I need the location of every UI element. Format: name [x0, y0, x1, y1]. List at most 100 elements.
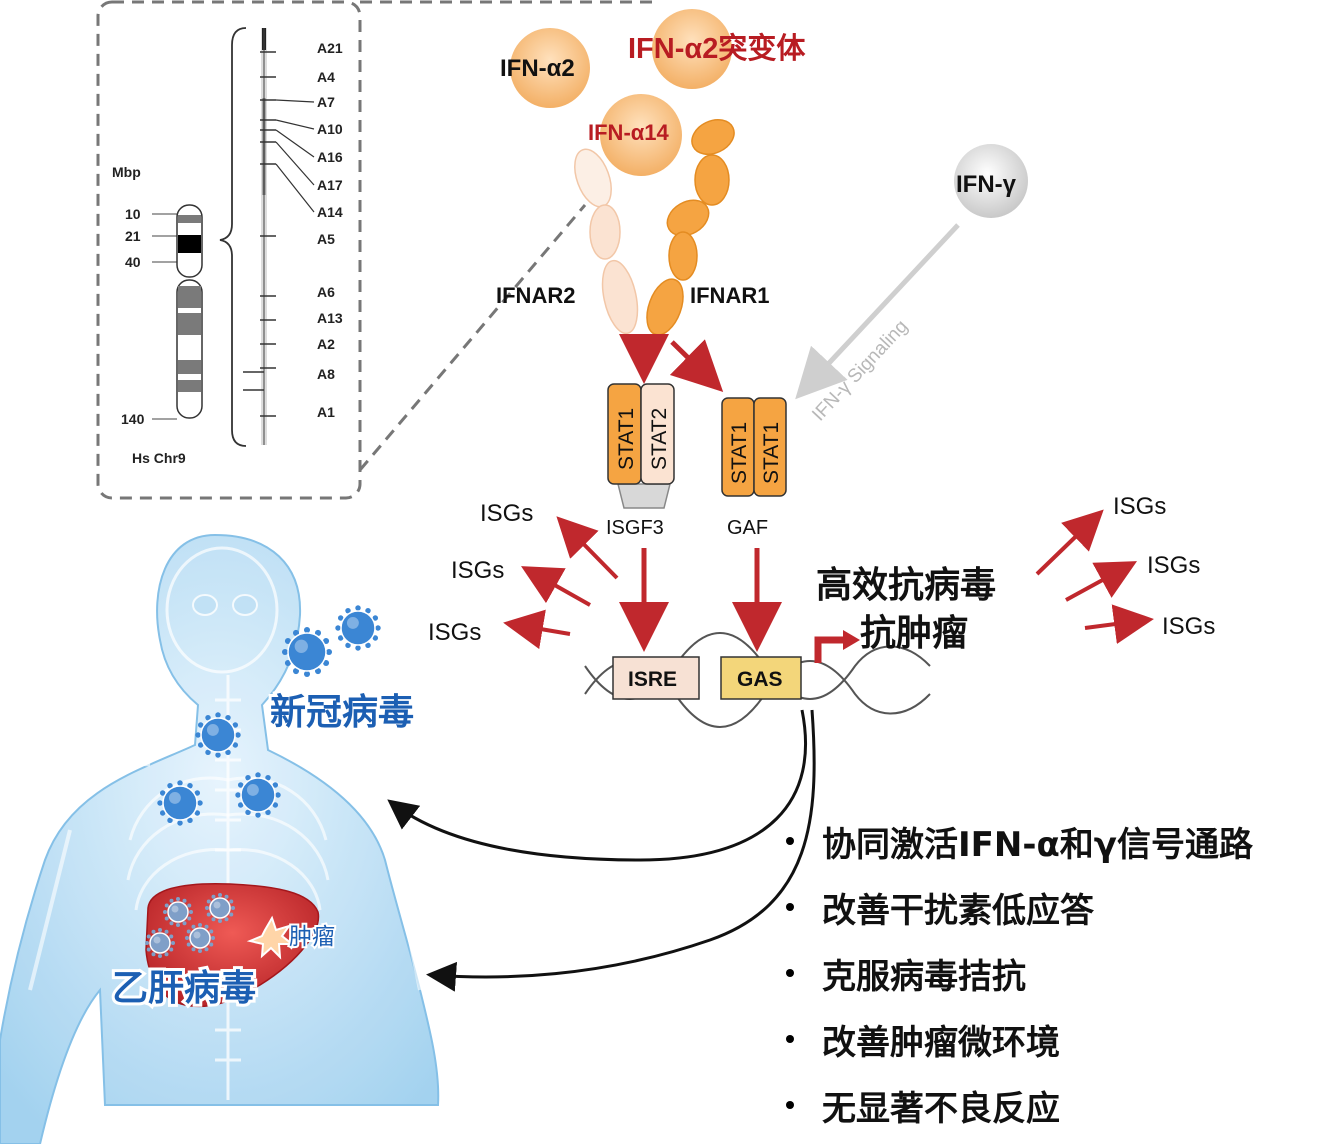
- gas-element: [720, 656, 802, 700]
- virus-layer: [145, 605, 381, 958]
- isg-label: ISGs: [1162, 613, 1215, 640]
- benefit-text: 克服病毒拮抗: [822, 956, 1026, 997]
- benefit-text: 改善干扰素低应答: [822, 890, 1094, 931]
- hbv-virus-icon: [205, 893, 235, 923]
- isgf3-unit-stat2: STAT2: [648, 408, 671, 470]
- benefit-text: 改善肿瘤微环境: [822, 1022, 1060, 1063]
- gaf-unit-stat1-a: STAT1: [728, 422, 751, 484]
- tick-label-40: 40: [125, 254, 141, 270]
- tumor-label: 肿瘤: [289, 924, 335, 950]
- effect-line-antitumor: 抗肿瘤: [860, 612, 968, 654]
- tumor-icon: [246, 915, 295, 960]
- hbv-virus-icon: [145, 928, 175, 958]
- benefit-item: 无显著不良反应: [786, 1072, 1306, 1138]
- gene-connector: [275, 129, 315, 158]
- benefit-item: 克服病毒拮抗: [786, 940, 1306, 1006]
- isre-label: ISRE: [628, 668, 677, 691]
- gene-connector: [275, 141, 315, 186]
- gene-label-a17: A17: [317, 177, 343, 193]
- isg-label: ISGs: [428, 619, 481, 646]
- receptor-ifnar1: IFNAR1: [646, 119, 769, 336]
- tick-label-10: 10: [125, 206, 141, 222]
- gas-label: GAS: [737, 668, 783, 691]
- dna-helix: ISRE GAS: [584, 632, 931, 728]
- gene-connector: [275, 119, 315, 130]
- gene-ticks: [243, 51, 315, 417]
- ligand-ifn-a2-mutant: IFN-α2突变体: [628, 9, 806, 89]
- isg-outputs-right: ISGs ISGs ISGs: [1035, 493, 1215, 644]
- complex-gaf: STAT1 STAT1 GAF: [721, 397, 787, 539]
- gene-label-a4: A4: [317, 69, 335, 85]
- ligand-label-ifn-a14: IFN-α14: [588, 120, 670, 145]
- axis-label-mbp: Mbp: [112, 164, 141, 180]
- isg-label: ISGs: [1147, 552, 1200, 579]
- benefit-item: 改善干扰素低应答: [786, 874, 1306, 940]
- covid-virus-label: 新冠病毒: [270, 692, 414, 733]
- hbv-virus-icon: [185, 923, 215, 953]
- ligand-label-ifn-a2: IFN-α2: [500, 55, 575, 82]
- gene-label-a14: A14: [317, 204, 343, 220]
- gaf-unit-stat1-b: STAT1: [760, 422, 783, 484]
- gene-label-a13: A13: [317, 310, 343, 326]
- isre-element: [612, 656, 700, 700]
- bullet-icon: [786, 903, 794, 911]
- ligand-ifn-g: IFN-γ: [954, 144, 1028, 218]
- covid-virus-icon: [281, 626, 333, 678]
- arrow-receptor-to-gaf: [669, 339, 724, 392]
- gene-connector: [275, 163, 315, 213]
- zoom-connector-line: [358, 204, 587, 471]
- isg-outputs-left: ISGs ISGs ISGs: [428, 500, 619, 650]
- chromosome-label: Hs Chr9: [132, 450, 186, 466]
- transcription-start-arrow: [814, 636, 846, 663]
- chromosome-9-ideogram: [176, 204, 203, 419]
- gene-label-a6: A6: [317, 284, 335, 300]
- covid-virus-icon: [195, 712, 241, 758]
- bullet-icon: [786, 1035, 794, 1043]
- isg-label: ISGs: [480, 500, 533, 527]
- receptor-ifnar2: IFNAR2: [496, 148, 639, 335]
- zoom-bracket: [219, 27, 247, 447]
- ligand-ifn-a14: IFN-α14: [588, 94, 682, 176]
- receptor-label-ifnar1: IFNAR1: [690, 283, 769, 308]
- complex-isgf3: STAT1 STAT2 ISGF3: [606, 383, 675, 539]
- tick-label-140: 140: [121, 411, 145, 427]
- isg-label: ISGs: [1113, 493, 1166, 520]
- ligand-label-ifn-a2-mutant: IFN-α2突变体: [628, 31, 806, 65]
- benefit-list: 协同激活IFN-α和γ信号通路改善干扰素低应答克服病毒拮抗改善肿瘤微环境无显著不…: [786, 808, 1306, 1138]
- gene-label-a8: A8: [317, 366, 335, 382]
- gene-label-a2: A2: [317, 336, 335, 352]
- ligand-ifn-a2: IFN-α2: [500, 28, 590, 108]
- gene-label-a21: A21: [317, 40, 343, 56]
- chromosome-panel: Mbp 10 21 40 140 Hs Chr9: [96, 0, 660, 500]
- benefit-item: 改善肿瘤微环境: [786, 1006, 1306, 1072]
- covid-virus-icon: [157, 780, 203, 826]
- receptor-label-ifnar2: IFNAR2: [496, 283, 575, 308]
- isg-label: ISGs: [451, 557, 504, 584]
- ligand-label-ifn-g: IFN-γ: [956, 171, 1017, 198]
- benefit-item: 协同激活IFN-α和γ信号通路: [786, 808, 1306, 874]
- bullet-icon: [786, 1101, 794, 1109]
- gene-label-a5: A5: [317, 231, 335, 247]
- gene-connector: [275, 99, 315, 103]
- liver-illustration: [145, 882, 320, 1008]
- bullet-icon: [786, 837, 794, 845]
- complex-label-gaf: GAF: [727, 517, 768, 539]
- benefit-text: 无显著不良反应: [822, 1088, 1060, 1129]
- chromosome-panel-border: [96, 0, 362, 500]
- ifn-g-signaling-arrow: [795, 223, 960, 400]
- complex-label-isgf3: ISGF3: [606, 517, 664, 539]
- arrow-dna-to-liver: [426, 709, 816, 992]
- tick-label-21: 21: [125, 228, 141, 244]
- benefit-text: 协同激活IFN-α和γ信号通路: [822, 824, 1253, 865]
- effect-line-antiviral: 高效抗病毒: [816, 564, 996, 606]
- covid-virus-icon: [335, 605, 381, 651]
- isgf3-unit-stat1: STAT1: [615, 408, 638, 470]
- gene-label-a10: A10: [317, 121, 343, 137]
- gene-label-a7: A7: [317, 94, 335, 110]
- gene-label-a1: A1: [317, 404, 335, 420]
- covid-virus-icon: [235, 772, 281, 818]
- hbv-virus-label: 乙肝病毒: [112, 968, 256, 1009]
- bullet-icon: [786, 969, 794, 977]
